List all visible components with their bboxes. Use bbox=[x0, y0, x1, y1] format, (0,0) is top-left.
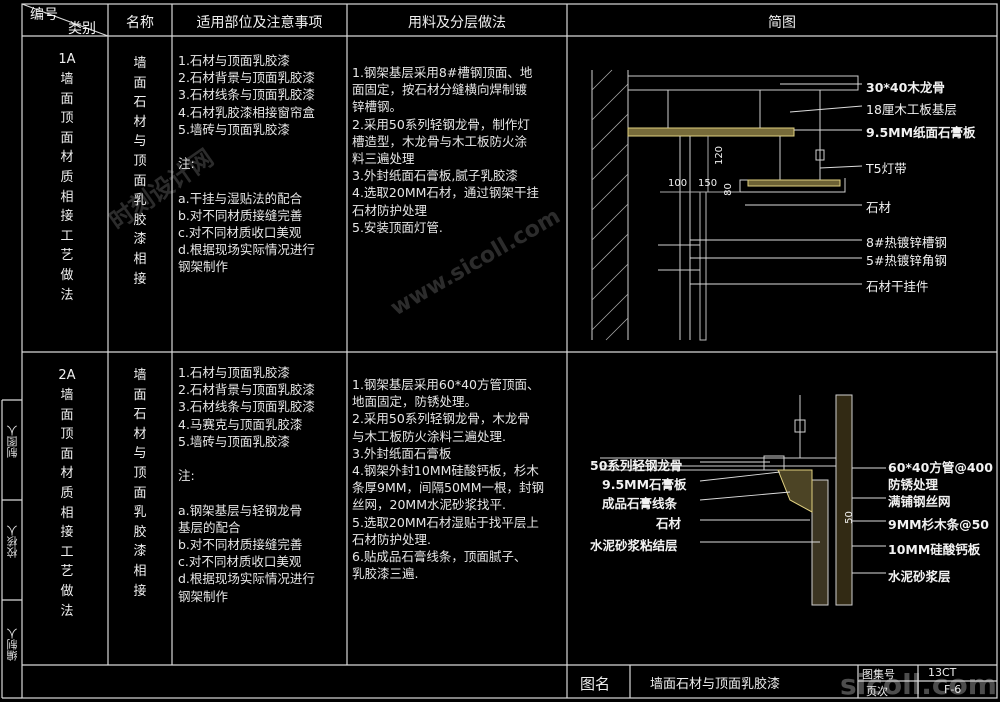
d1-label-3: T5灯带 bbox=[866, 161, 907, 176]
d2-left-label-4: 水泥砂浆粘结层 bbox=[590, 538, 678, 553]
d1-label-1: 18厘木工板基层 bbox=[866, 102, 957, 117]
d2-right-label-0: 60*40方管@400 bbox=[888, 460, 993, 475]
d1-label-7: 石材干挂件 bbox=[866, 279, 929, 294]
d2-left-label-3: 石材 bbox=[656, 516, 682, 531]
side-drafter: 制图人 bbox=[6, 425, 19, 458]
footer-atlas: 13CT bbox=[928, 666, 957, 679]
footer-drawing-name: 墙面石材与顶面乳胶漆 bbox=[650, 677, 781, 692]
d2-left-label-0: 50系列轻钢龙骨 bbox=[590, 458, 683, 473]
d1-label-6: 5#热镀锌角钢 bbox=[866, 253, 947, 268]
header-sketch: 简图 bbox=[768, 15, 796, 31]
side-editor: 编制人 bbox=[6, 628, 19, 661]
row1-scope: 1.石材与顶面乳胶漆 2.石材背景与顶面乳胶漆 3.石材线条与顶面乳胶漆 4.石… bbox=[178, 53, 315, 275]
side-checker: 校核人 bbox=[6, 525, 19, 558]
footer-page: F-6 bbox=[944, 683, 962, 696]
header-category: 类别 bbox=[68, 21, 96, 37]
row2-id: 2A bbox=[58, 368, 76, 383]
section-diagram-1 bbox=[591, 69, 863, 341]
header-code: 编号 bbox=[30, 7, 58, 23]
row2-category: 墙面顶面材质相接工艺做法 bbox=[60, 388, 74, 619]
d1-dim-80: 80 bbox=[722, 183, 734, 196]
d2-left-label-2: 成品石膏线条 bbox=[602, 496, 678, 511]
header-method: 用料及分层做法 bbox=[408, 15, 506, 31]
d2-dim-50: 50 bbox=[843, 511, 855, 524]
footer-atlas-label: 图集号 bbox=[862, 668, 895, 681]
row2-method: 1.钢架基层采用60*40方管顶面、 地面固定，防锈处理。 2.采用50系列轻钢… bbox=[352, 377, 544, 582]
section-diagram-2 bbox=[600, 394, 886, 606]
d1-label-0: 30*40木龙骨 bbox=[866, 80, 945, 95]
row1-name: 墙面石材与顶面乳胶漆相接 bbox=[133, 56, 147, 287]
d1-label-4: 石材 bbox=[866, 200, 892, 215]
d2-right-label-4: 10MM硅酸钙板 bbox=[888, 542, 981, 557]
watermark-logo: sicoll.com bbox=[840, 668, 997, 701]
row2-scope: 1.石材与顶面乳胶漆 2.石材背景与顶面乳胶漆 3.石材线条与顶面乳胶漆 4.马… bbox=[178, 365, 315, 604]
d1-dim-100: 100 bbox=[668, 178, 688, 189]
header-name: 名称 bbox=[126, 15, 154, 31]
d2-right-label-3: 9MM杉木条@50 bbox=[888, 517, 989, 532]
d1-dim-150: 150 bbox=[698, 178, 718, 189]
d2-right-label-2: 满铺钢丝网 bbox=[888, 494, 951, 509]
row1-method: 1.钢架基层采用8#槽钢顶面、地 面固定，按石材分缝横向焊制镀 锌槽钢。 2.采… bbox=[352, 65, 539, 235]
footer-page-label: 页次 bbox=[866, 685, 888, 698]
row1-id: 1A bbox=[58, 52, 76, 67]
d1-label-2: 9.5MM纸面石膏板 bbox=[866, 125, 976, 140]
row2-name: 墙面石材与顶面乳胶漆相接 bbox=[133, 368, 147, 599]
d1-label-5: 8#热镀锌槽钢 bbox=[866, 235, 947, 250]
d2-right-label-5: 水泥砂浆层 bbox=[888, 569, 951, 584]
table-grid bbox=[1, 3, 998, 699]
header-scope: 适用部位及注意事项 bbox=[196, 15, 323, 31]
row1-category: 墙面顶面材质相接工艺做法 bbox=[60, 72, 74, 303]
d2-right-label-1: 防锈处理 bbox=[888, 477, 939, 492]
footer-drawing-name-label: 图名 bbox=[580, 675, 611, 693]
d1-dim-120: 120 bbox=[714, 145, 726, 166]
d2-left-label-1: 9.5MM石膏板 bbox=[602, 477, 687, 492]
